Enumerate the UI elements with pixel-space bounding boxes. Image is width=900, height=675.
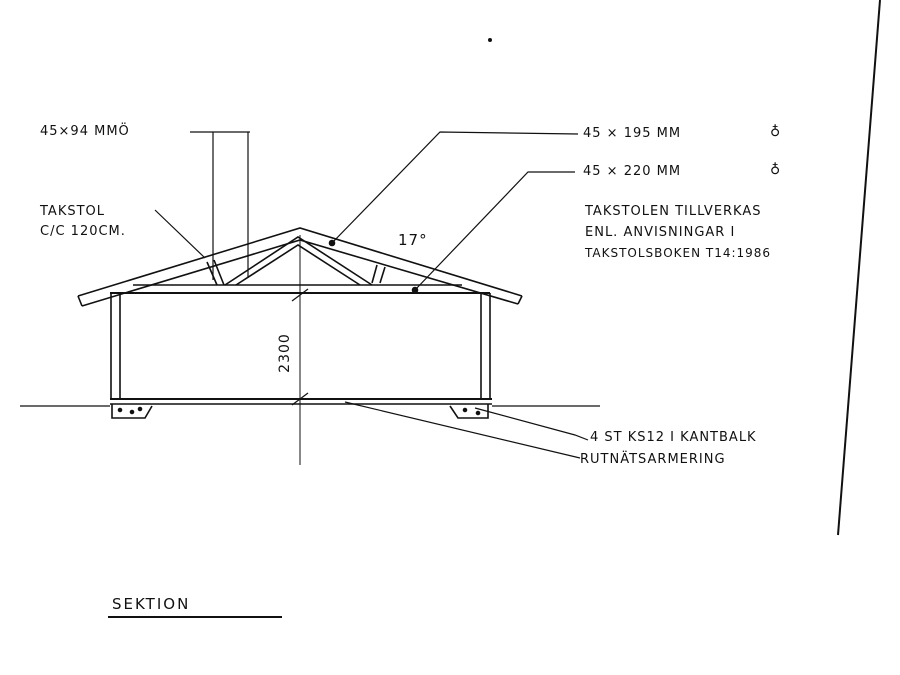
symbol-icon: ♁ <box>770 124 782 140</box>
note-line-2: ENL. ANVISNINGAR I <box>585 225 736 240</box>
note-line-1: TAKSTOLEN TILLVERKAS <box>585 204 762 219</box>
leader-lines <box>154 131 589 459</box>
foundation-label-1: 4 ST KS12 I KANTBALK <box>590 430 757 445</box>
frame-border <box>837 0 881 536</box>
pitch-label: 17° <box>398 231 428 249</box>
truss-web <box>133 236 462 286</box>
top-chord-label: 45 × 195 MM <box>583 126 682 141</box>
symbol-icon: ♁ <box>770 162 782 178</box>
truss-label: TAKSTOL <box>40 204 106 219</box>
height-dimension: 2300 <box>276 333 293 373</box>
bottom-chord-label: 45 × 220 MM <box>583 164 682 179</box>
top-chord-left-label: 45×94 MMÖ <box>40 124 130 139</box>
walls <box>110 293 491 400</box>
section-title: SEKTION <box>112 595 191 613</box>
note-line-3: TAKSTOLSBOKEN T14:1986 <box>585 246 772 260</box>
floor-slab <box>110 398 492 419</box>
foundation-label-2: RUTNÄTSARMERING <box>580 452 726 467</box>
truss-spacing-label: C/C 120CM. <box>40 224 126 239</box>
